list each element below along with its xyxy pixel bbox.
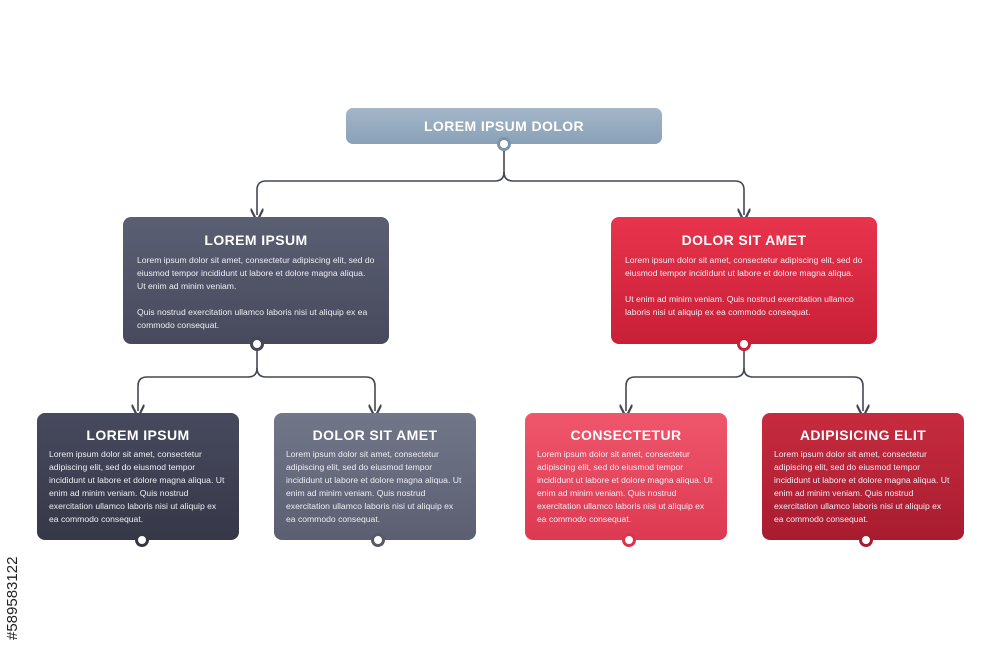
connector-root-to-right [503,171,744,215]
level2-node-4-connector-dot [859,533,873,547]
node-paragraph: Lorem ipsum dolor sit amet, consectetur … [137,255,375,291]
connector-left-to-leaf-1 [138,350,258,411]
level1-left-connector-dot [250,337,264,351]
connector-right-to-leaf-4 [743,367,863,411]
level1-node-right: DOLOR SIT AMET Lorem ipsum dolor sit ame… [611,217,877,344]
level1-node-left: LOREM IPSUM Lorem ipsum dolor sit amet, … [123,217,389,344]
node-title: DOLOR SIT AMET [312,427,438,443]
node-paragraph: Lorem ipsum dolor sit amet, consectetur … [625,255,863,278]
node-title: LOREM IPSUM [204,232,308,248]
root-node-connector-dot [497,137,511,151]
connector-right-to-leaf-3 [626,350,745,411]
node-paragraph: Ut enim ad minim veniam. Quis nostrud ex… [625,294,854,317]
level2-node-2: DOLOR SIT AMET Lorem ipsum dolor sit ame… [274,413,476,540]
level2-node-2-connector-dot [371,533,385,547]
level2-node-1: LOREM IPSUM Lorem ipsum dolor sit amet, … [37,413,239,540]
level2-node-3-connector-dot [622,533,636,547]
stock-image-id-watermark: #589583122 [4,556,21,640]
level1-right-connector-dot [737,337,751,351]
node-text: Lorem ipsum dolor sit amet, consectetur … [49,449,225,524]
node-title: CONSECTETUR [570,427,682,443]
level2-node-3: CONSECTETUR Lorem ipsum dolor sit amet, … [525,413,727,540]
connector-root-to-left [257,150,505,215]
connector-left-to-leaf-2 [256,367,375,411]
node-title: LOREM IPSUM [86,427,190,443]
node-title: ADIPISICING ELIT [799,427,927,443]
node-paragraph: Quis nostrud exercitation ullamco labori… [137,307,368,330]
node-text: Lorem ipsum dolor sit amet, consectetur … [774,449,950,524]
level2-node-1-connector-dot [135,533,149,547]
level2-node-4: ADIPISICING ELIT Lorem ipsum dolor sit a… [762,413,964,540]
root-node-title: LOREM IPSUM DOLOR [423,118,585,134]
node-text: Lorem ipsum dolor sit amet, consectetur … [537,449,713,524]
node-title: DOLOR SIT AMET [681,232,807,248]
node-text: Lorem ipsum dolor sit amet, consectetur … [286,449,462,524]
